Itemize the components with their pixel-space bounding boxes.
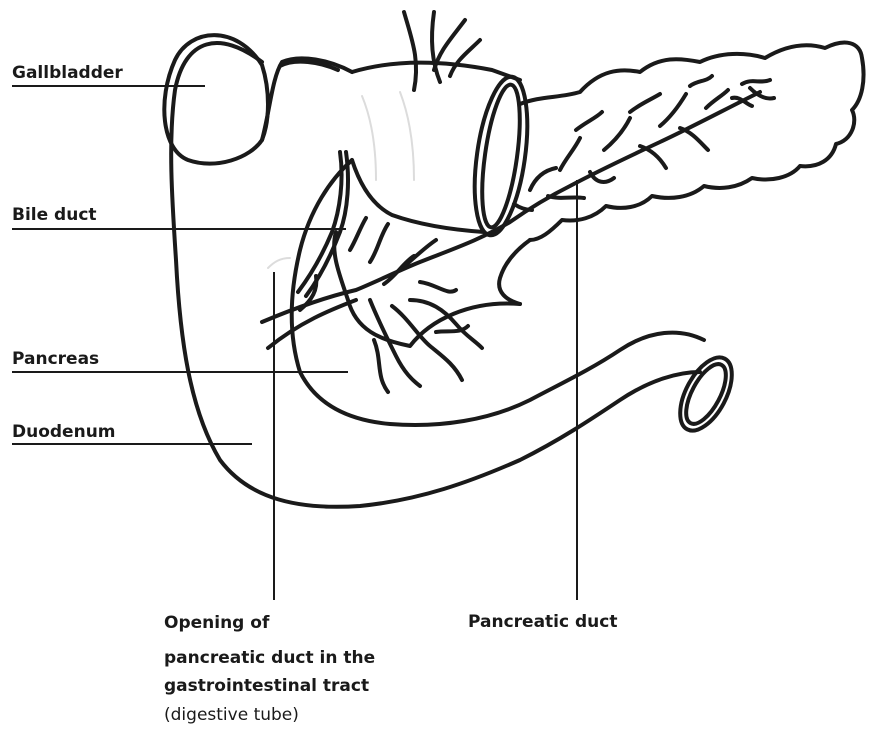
label-duodenum: Duodenum bbox=[12, 420, 116, 444]
label-opening-line3: gastrointestinal tract bbox=[164, 674, 369, 698]
label-bile-duct: Bile duct bbox=[12, 203, 97, 227]
label-opening-line1: Opening of bbox=[164, 611, 269, 635]
label-pancreas: Pancreas bbox=[12, 347, 99, 371]
label-opening-line4: (digestive tube) bbox=[164, 703, 299, 727]
label-opening-line2: pancreatic duct in the bbox=[164, 646, 375, 670]
label-pancreatic-duct: Pancreatic duct bbox=[468, 610, 617, 634]
label-gallbladder: Gallbladder bbox=[12, 61, 123, 85]
